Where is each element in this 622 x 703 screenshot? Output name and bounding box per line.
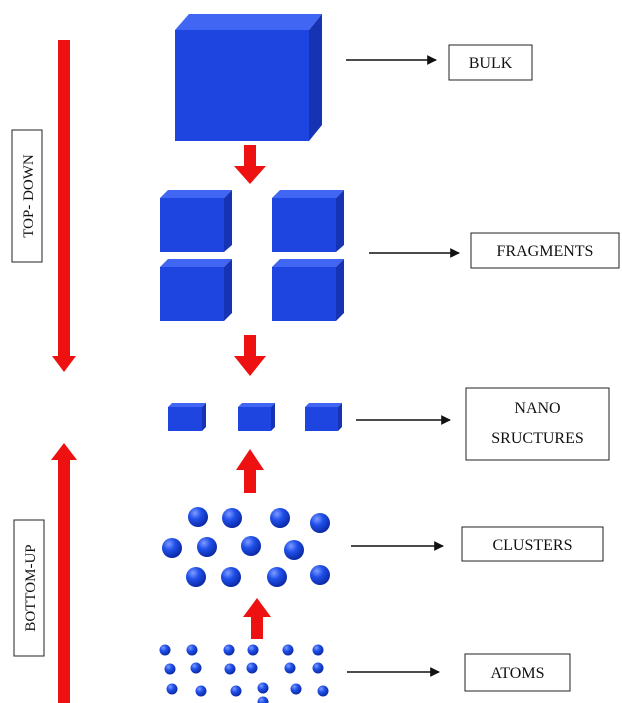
cube-icon — [272, 190, 344, 252]
sphere-icon — [310, 565, 330, 585]
sphere-icon — [164, 663, 176, 675]
atoms-label: ATOMS — [491, 665, 545, 682]
cube-icon — [160, 259, 232, 321]
cube-icon — [160, 190, 232, 252]
sphere-icon — [222, 508, 242, 528]
sphere-icon — [247, 644, 259, 656]
clusters-label-box: CLUSTERS — [461, 526, 604, 562]
bottom-up-label-box: BOTTOM-UP — [13, 519, 45, 657]
clusters-label: CLUSTERS — [492, 537, 572, 554]
sphere-icon — [290, 683, 302, 695]
sphere-icon — [310, 513, 330, 533]
red-up-arrow-icon — [243, 598, 271, 639]
nano-structures-label-box: NANO SRUCTURES — [465, 387, 610, 461]
sphere-icon — [284, 540, 304, 560]
sphere-icon — [223, 644, 235, 656]
sphere-icon — [267, 567, 287, 587]
sphere-icon — [317, 685, 329, 697]
sphere-icon — [284, 662, 296, 674]
cube-icon — [168, 403, 206, 431]
atoms-spheres — [159, 644, 329, 703]
nano-cubes — [168, 403, 342, 431]
bulk-label: BULK — [469, 55, 513, 72]
cube-icon — [272, 259, 344, 321]
atoms-label-box: ATOMS — [464, 653, 571, 692]
sphere-icon — [230, 685, 242, 697]
red-up-arrow-icon — [236, 449, 264, 493]
sphere-icon — [246, 662, 258, 674]
sphere-icon — [312, 662, 324, 674]
sphere-icon — [166, 683, 178, 695]
bottom-up-label: BOTTOM-UP — [23, 544, 39, 631]
sphere-icon — [186, 644, 198, 656]
clusters-spheres — [162, 507, 330, 587]
top-down-arrow — [52, 40, 76, 372]
fragments-label: FRAGMENTS — [497, 243, 594, 260]
top-down-label: TOP- DOWN — [21, 154, 37, 238]
bulk-cube-icon — [175, 14, 322, 141]
sphere-icon — [195, 685, 207, 697]
red-down-arrow-icon — [234, 335, 266, 376]
sphere-icon — [282, 644, 294, 656]
sphere-icon — [186, 567, 206, 587]
bottom-up-arrow — [51, 443, 77, 703]
bulk-label-box: BULK — [448, 44, 533, 81]
sphere-icon — [224, 663, 236, 675]
sphere-icon — [241, 536, 261, 556]
sphere-icon — [221, 567, 241, 587]
sphere-icon — [257, 696, 269, 703]
sphere-icon — [197, 537, 217, 557]
nano-label-line1: NANO — [514, 400, 560, 417]
cube-icon — [305, 403, 342, 431]
sphere-icon — [190, 662, 202, 674]
red-down-arrow-icon — [234, 145, 266, 184]
sphere-icon — [257, 682, 269, 694]
sphere-icon — [270, 508, 290, 528]
nano-label-line2: SRUCTURES — [491, 430, 583, 447]
fragments-cubes — [160, 190, 344, 321]
sphere-icon — [312, 644, 324, 656]
top-down-label-box: TOP- DOWN — [11, 129, 43, 263]
sphere-icon — [162, 538, 182, 558]
sphere-icon — [188, 507, 208, 527]
cube-icon — [238, 403, 275, 431]
fragments-label-box: FRAGMENTS — [470, 232, 620, 269]
sphere-icon — [159, 644, 171, 656]
